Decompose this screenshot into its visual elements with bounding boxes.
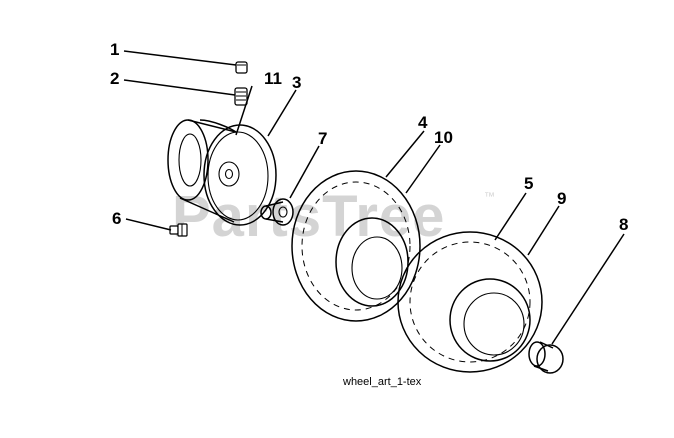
part-valve-cap[interactable] xyxy=(235,61,248,74)
callout-2: 2 xyxy=(110,69,119,88)
callout-7: 7 xyxy=(318,129,327,148)
callout-5: 5 xyxy=(524,174,533,193)
part-tire-rear[interactable] xyxy=(291,170,421,322)
diagram-caption: wheel_art_1-tex xyxy=(342,376,422,388)
callout-4: 4 xyxy=(418,113,428,132)
callout-1: 1 xyxy=(110,40,119,59)
watermark-logo: PartsTree xyxy=(172,184,445,249)
watermark-trademark: ™ xyxy=(484,191,495,203)
part-hub-cap[interactable] xyxy=(528,341,564,374)
part-tire-front[interactable] xyxy=(397,231,543,373)
callout-3: 3 xyxy=(292,73,301,92)
callout-9: 9 xyxy=(557,189,566,208)
callout-11: 11 xyxy=(264,69,282,88)
callout-8: 8 xyxy=(619,215,628,234)
leader-lines xyxy=(123,50,625,345)
part-valve-stem[interactable] xyxy=(234,87,248,106)
callout-10: 10 xyxy=(434,128,453,147)
part-grease-fitting[interactable] xyxy=(169,223,188,237)
part-bushing[interactable] xyxy=(260,198,294,226)
callout-6: 6 xyxy=(112,209,121,228)
